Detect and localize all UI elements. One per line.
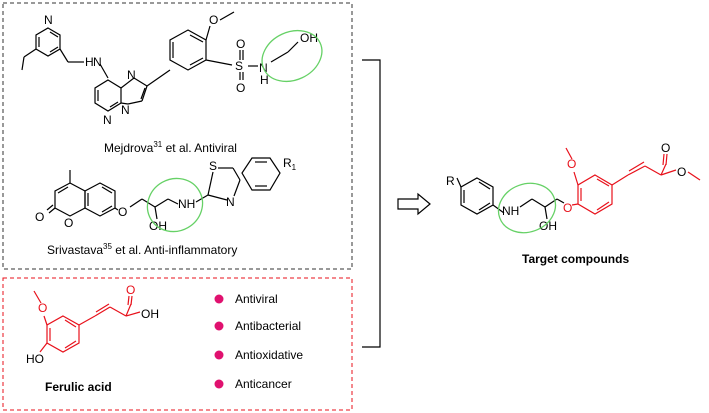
c1-sulfonyl-o2: O (236, 81, 245, 95)
c1-pyridine-n: N (44, 13, 53, 27)
fa-hydroxyl: HO (26, 352, 44, 366)
compound1-structure (21, 11, 299, 112)
target-label: Target compounds (522, 252, 629, 266)
c1-methoxy-o: O (209, 13, 218, 27)
c1-highlight-oval (261, 29, 323, 83)
target-carbonyl-o: O (661, 141, 670, 155)
c1-nh-n: N (93, 55, 102, 69)
c2-caption: Srivastava35 et al. Anti-inflammatory (47, 242, 237, 257)
c1-ring-n-a: N (103, 113, 112, 127)
activity-list: Antiviral Antibacterial Antioxidative An… (214, 292, 303, 391)
c1-sulfonamide-h: H (260, 73, 269, 87)
c2-r1: R1 (283, 156, 297, 172)
target-structure-red (565, 147, 701, 215)
activity-bullet (214, 294, 224, 304)
c2-ring-o: O (64, 216, 73, 230)
activity-item: Antibacterial (235, 319, 301, 333)
fa-carbonyl-o: O (126, 283, 135, 297)
c1-caption: Mejdrova31 et al. Antiviral (104, 140, 237, 155)
ferulic-acid-name: Ferulic acid (45, 380, 112, 394)
target-nh: NH (502, 204, 519, 218)
c1-ring-n-b: N (121, 103, 130, 117)
c2-ether-o: O (118, 205, 127, 219)
activity-item: Antiviral (235, 292, 278, 306)
fa-acid-oh: OH (141, 307, 159, 321)
c2-sulfur: S (209, 159, 217, 173)
activity-item: Antioxidative (235, 348, 303, 362)
merge-bracket (362, 59, 381, 348)
c2-nh: NH (178, 197, 195, 211)
ferulic-acid-structure (33, 290, 141, 353)
fa-methoxy-o: O (38, 301, 47, 315)
c2-carbonyl-o: O (35, 210, 44, 224)
c1-nh-h: H (85, 55, 94, 69)
c1-sulfur: S (235, 59, 243, 73)
activity-bullet (214, 350, 224, 360)
activity-bullet (214, 321, 224, 331)
c2-thiazole-n: N (226, 195, 235, 209)
activity-item: Anticancer (235, 377, 292, 391)
hollow-arrow (397, 192, 431, 216)
target-r-group: R (446, 174, 455, 188)
target-methoxy-o: O (567, 157, 576, 171)
activity-bullet (214, 379, 224, 389)
c1-sulfonyl-o: O (236, 37, 245, 51)
target-hydroxyl: OH (539, 219, 557, 233)
compound2-structure (46, 157, 281, 220)
target-ether-o: O (563, 201, 572, 215)
target-highlight-oval (497, 182, 557, 234)
bottom-panel-frame (2, 277, 353, 411)
c2-highlight-oval (146, 177, 204, 233)
target-ester-o: O (677, 165, 686, 179)
c1-imidazole-n: N (127, 68, 136, 82)
